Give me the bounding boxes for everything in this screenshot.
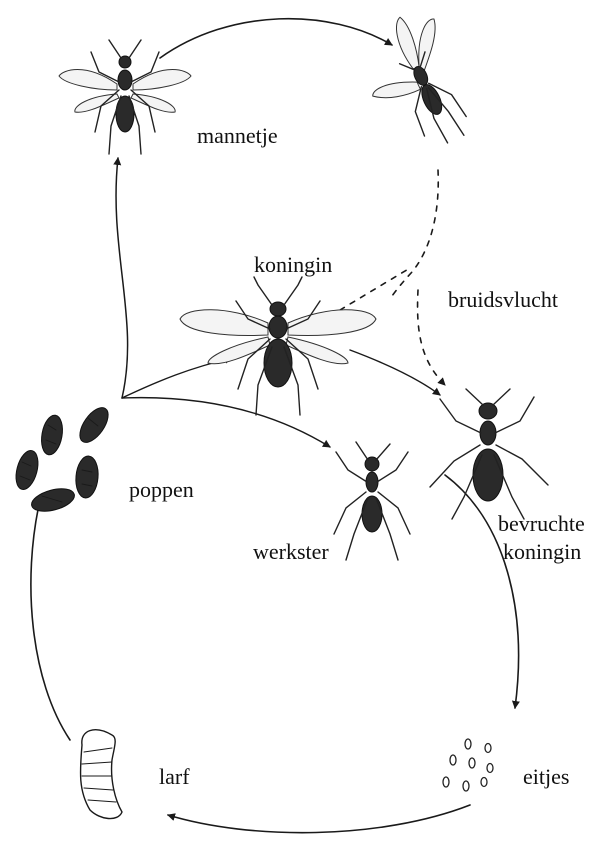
arrow-pupae-to-male — [116, 158, 128, 398]
label-eggs: eitjes — [523, 765, 569, 789]
arrow-flight-dashed — [392, 170, 438, 296]
arrow-eggs-to-larva — [168, 805, 470, 833]
arrow-male-to-flight — [160, 19, 392, 58]
label-worker: werkster — [253, 540, 329, 564]
queen-ant-illustration — [180, 277, 376, 415]
arrow-fertilized-queen-to-eggs — [445, 475, 519, 708]
label-queen: koningin — [254, 253, 332, 277]
label-nuptial-flight: bruidsvlucht — [448, 288, 558, 312]
larva-illustration — [80, 730, 122, 819]
male-ant-illustration — [59, 40, 191, 154]
worker-ant-illustration — [334, 442, 410, 560]
fertilized-queen-ant-illustration — [430, 389, 548, 519]
arrow-larva-to-pupae — [31, 500, 70, 740]
arrow-flight-to-fertilized-queen-dashed — [418, 290, 445, 385]
label-larva: larf — [159, 765, 190, 789]
label-pupae: poppen — [129, 478, 194, 502]
label-male: mannetje — [197, 124, 278, 148]
arrow-queen-to-flight-dashed — [340, 268, 410, 310]
nuptial-flight-ant-illustration — [347, 5, 483, 164]
label-fertilized-queen-line1: bevruchte — [498, 512, 585, 536]
pupae-illustration — [12, 403, 113, 515]
arrow-queen-to-fertilized-queen — [350, 350, 440, 395]
label-fertilized-queen-line2: koningin — [503, 540, 581, 564]
eggs-illustration — [443, 739, 493, 791]
